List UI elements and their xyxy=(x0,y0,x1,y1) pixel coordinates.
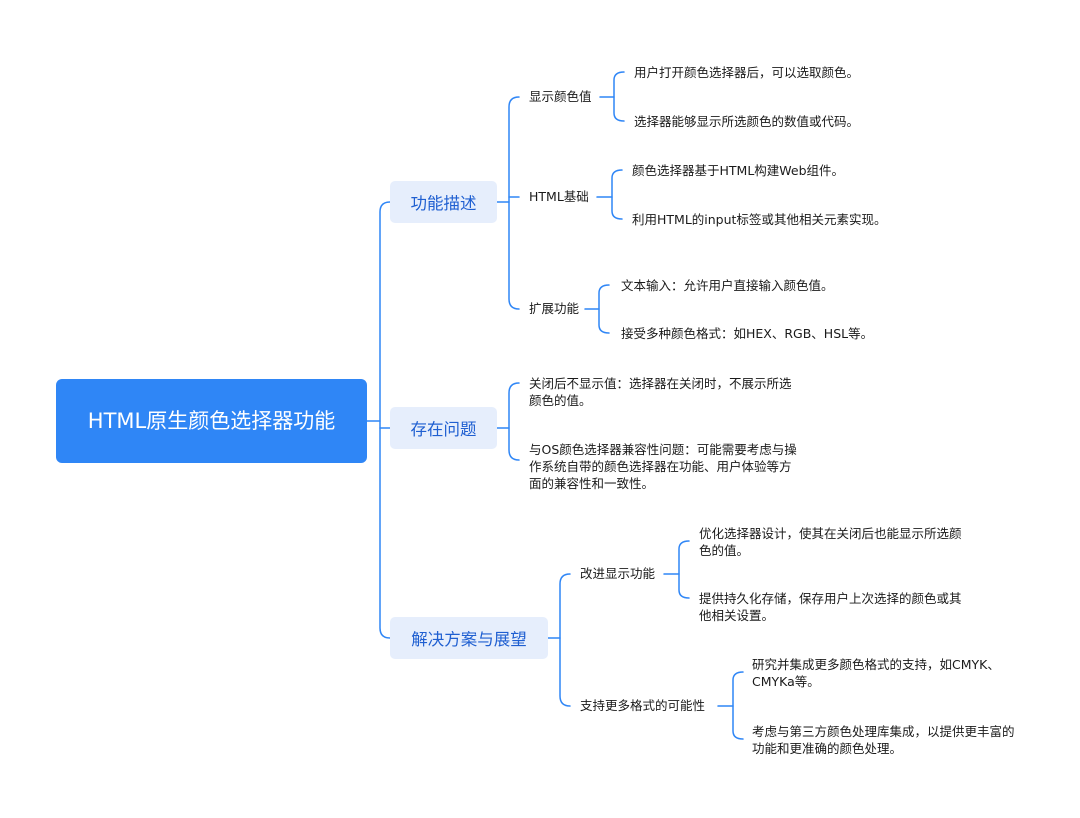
sub-more-formats[interactable]: 支持更多格式的可能性 xyxy=(580,698,706,713)
branch-feature-description[interactable]: 功能描述 xyxy=(390,181,497,223)
leaf-text: 用户打开颜色选择器后，可以选取颜色。 xyxy=(634,65,860,80)
leaf-text: 颜色选择器基于HTML构建Web组件。 xyxy=(632,163,845,178)
sub-extended-features[interactable]: 扩展功能 xyxy=(529,301,580,316)
leaf-text: 选择器能够显示所选颜色的数值或代码。 xyxy=(634,114,860,129)
leaf-text: 接受多种颜色格式：如HEX、RGB、HSL等。 xyxy=(621,326,874,341)
sub-improve-display[interactable]: 改进显示功能 xyxy=(580,566,656,581)
leaf-text: 优化选择器设计，使其在关闭后也能显示所选颜色的值。 xyxy=(699,526,962,558)
branch-label: 存在问题 xyxy=(410,420,477,439)
leaf-text: 利用HTML的input标签或其他相关元素实现。 xyxy=(632,212,887,227)
sub-show-color-value[interactable]: 显示颜色值 xyxy=(529,89,592,104)
leaf-text: 考虑与第三方颜色处理库集成，以提供更丰富的功能和更准确的颜色处理。 xyxy=(752,724,1015,756)
leaf-text: 与OS颜色选择器兼容性问题：可能需要考虑与操作系统自带的颜色选择器在功能、用户体… xyxy=(529,442,797,491)
sub-html-basics[interactable]: HTML基础 xyxy=(529,189,589,204)
root-node[interactable]: HTML原生颜色选择器功能 xyxy=(56,379,367,463)
branch-label: 功能描述 xyxy=(410,194,477,213)
branch-existing-issues[interactable]: 存在问题 xyxy=(390,407,497,449)
root-title: HTML原生颜色选择器功能 xyxy=(87,408,336,433)
branch-solutions-outlook[interactable]: 解决方案与展望 xyxy=(390,617,548,659)
leaf-text: 研究并集成更多颜色格式的支持，如CMYK、CMYKa等。 xyxy=(752,657,1000,689)
leaf-text: 关闭后不显示值：选择器在关闭时，不展示所选颜色的值。 xyxy=(529,376,792,408)
leaf-text: 文本输入：允许用户直接输入颜色值。 xyxy=(621,278,834,293)
branch-label: 解决方案与展望 xyxy=(411,630,527,649)
leaf-text: 提供持久化存储，保存用户上次选择的颜色或其他相关设置。 xyxy=(699,591,962,623)
